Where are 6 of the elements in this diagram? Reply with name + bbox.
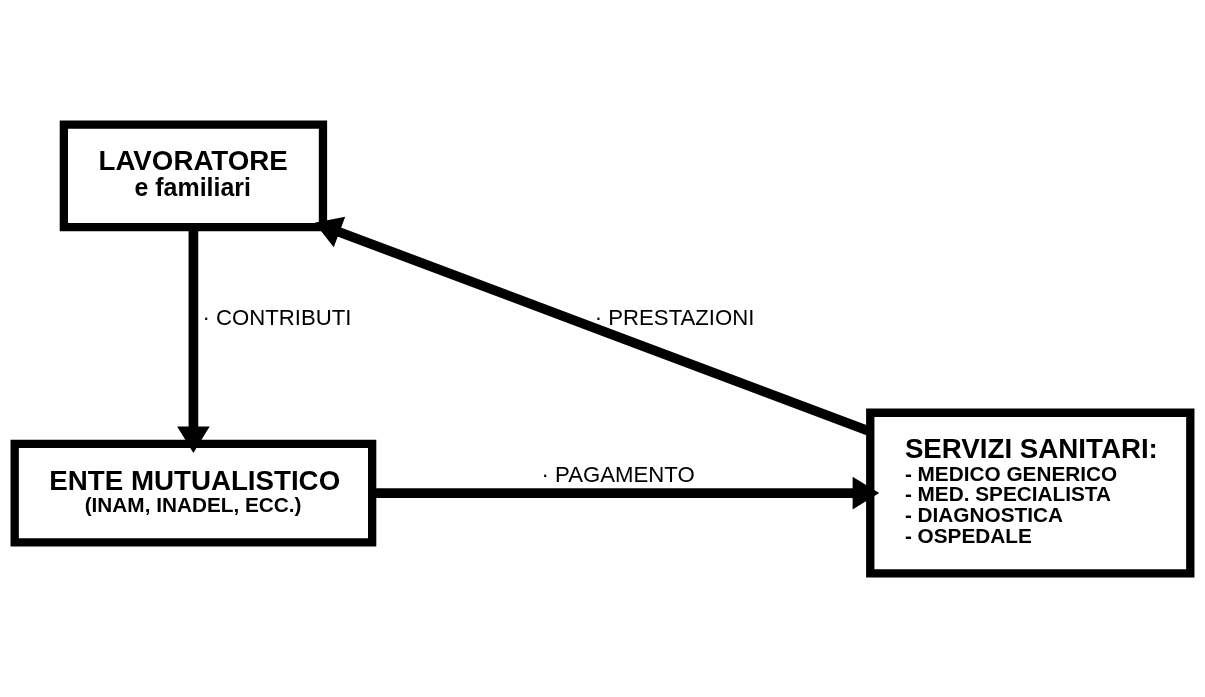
- edge-label: · PAGAMENTO: [541, 461, 695, 487]
- edge-label: · CONTRIBUTI: [202, 304, 352, 330]
- edge-label: · PRESTAZIONI: [594, 304, 755, 330]
- node-box: SERVIZI SANITARI: - MEDICO GENERICO - MED. SPECIALISTA - DIAGNOSTICA - OSPEDALE: [866, 408, 1195, 578]
- node-box: ENTE MUTUALISTICO (INAM, INADEL, ECC.): [10, 439, 377, 546]
- node-box: LAVORATORE e familiari: [59, 119, 328, 231]
